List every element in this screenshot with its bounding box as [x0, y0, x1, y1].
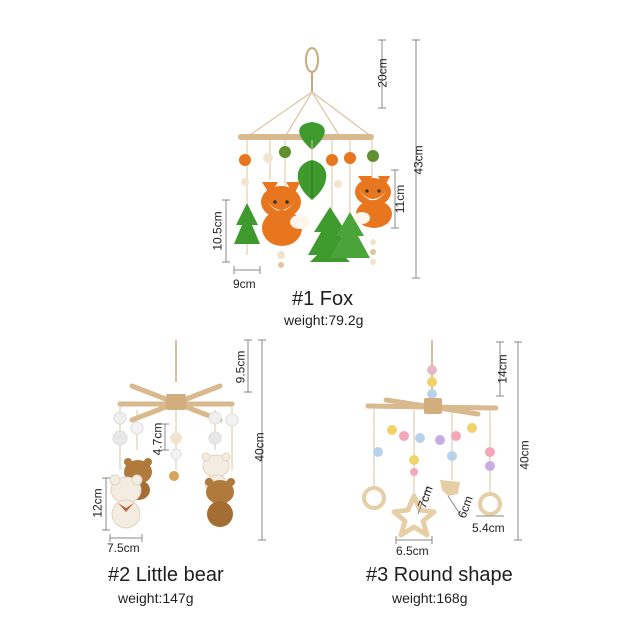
bear-hang-length-label: 9.5cm [233, 350, 248, 384]
fox-hang-length-label: 20cm [375, 58, 390, 88]
ring-width-label: 5.4cm [472, 521, 505, 535]
bear-dimension-lines [102, 339, 266, 542]
fox-total-length-label: 43cm [411, 145, 426, 175]
tree-height-label: 10.5cm [210, 211, 225, 251]
round-shape-title: #3 Round shape [366, 564, 513, 586]
bear-width-label: 7.5cm [107, 541, 140, 555]
round-shape-dimension-lines [395, 341, 522, 544]
fox-figure-height-label: 11cm [393, 184, 408, 214]
small-item-length-label: 4.7cm [150, 422, 165, 456]
bear-title: #2 Little bear [108, 564, 224, 586]
bear-height-label: 12cm [90, 488, 105, 518]
bear-total-length-label: 40cm [252, 432, 267, 462]
fox-weight: weight:79.2g [284, 312, 364, 328]
star-width-label: 6.5cm [396, 544, 429, 558]
bear-mobile [109, 340, 239, 529]
round-hang-length-label: 14cm [495, 354, 510, 384]
round-shape-weight: weight:168g [392, 590, 468, 606]
bear-weight: weight:147g [118, 590, 194, 606]
round-total-length-label: 40cm [517, 440, 532, 470]
fox-title: #1 Fox [292, 288, 354, 310]
tree-width-label: 9cm [233, 277, 256, 291]
fox-dimension-lines [222, 39, 420, 279]
fox-mobile [234, 47, 392, 268]
round-shape-mobile [362, 340, 502, 538]
